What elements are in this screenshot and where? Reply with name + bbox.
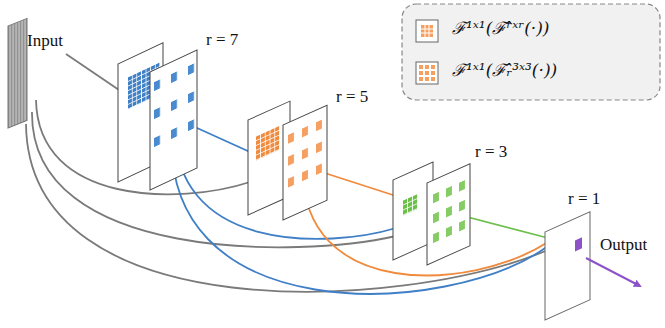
dilated-plane-r3: [427, 164, 470, 265]
connections: [26, 54, 548, 294]
dilated-plane-r7: [150, 50, 197, 190]
legend-panel: [402, 4, 660, 100]
legend-text: ℱ¹ˣ¹(ℱ̂ᵣ³ˣ³(·)): [452, 61, 557, 80]
rate-label: r = 3: [475, 143, 507, 162]
output-arrow: [586, 258, 640, 286]
output-label: Output: [600, 236, 647, 255]
rate-label: r = 5: [336, 88, 368, 107]
rate-label: r = 1: [568, 190, 600, 209]
input-plane: [8, 18, 27, 128]
dilated-plane-r5: [283, 105, 327, 220]
legend-icon-dense: [416, 20, 438, 42]
legend-icon-dilated: [416, 62, 438, 84]
legend-text: ℱ¹ˣ¹(ℱ̂ʳˣʳ(·)): [452, 19, 549, 38]
input-label: Input: [27, 32, 63, 51]
rate-label: r = 7: [206, 31, 238, 50]
output-plane: [545, 212, 590, 320]
